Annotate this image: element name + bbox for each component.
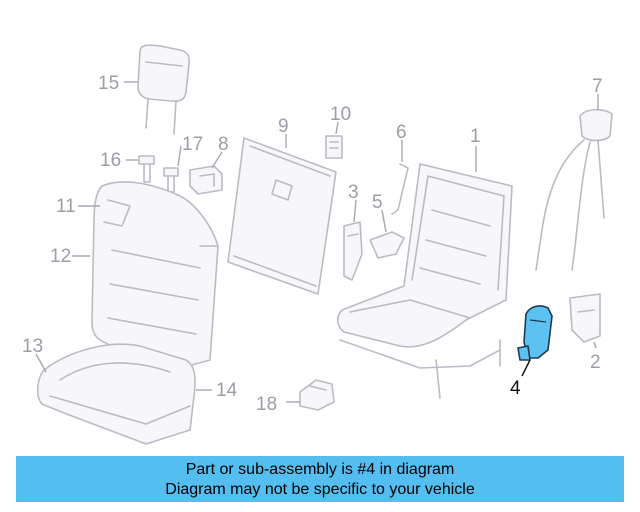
part-17-bolt — [163, 167, 179, 193]
callout-13: 13 — [22, 336, 43, 357]
part-10-clip — [325, 135, 343, 159]
callout-11: 11 — [56, 196, 76, 217]
part-18-bracket — [299, 379, 335, 411]
part-9-back-panel — [227, 137, 337, 295]
callout-17: 17 — [182, 134, 203, 155]
callout-18: 18 — [256, 394, 277, 415]
callout-15: 15 — [98, 73, 119, 94]
callout-5: 5 — [372, 192, 383, 213]
callout-8: 8 — [218, 134, 229, 155]
part-info-banner: Part or sub-assembly is #4 in diagram Di… — [16, 456, 624, 502]
callout-9: 9 — [278, 116, 289, 137]
banner-line-2: Diagram may not be specific to your vehi… — [165, 481, 475, 498]
callout-10: 10 — [330, 104, 351, 125]
callout-7: 7 — [592, 76, 603, 97]
part-15-headrest — [137, 44, 191, 135]
callout-4: 4 — [510, 378, 521, 399]
callout-16: 16 — [100, 150, 121, 171]
part-14-seat-cushion — [36, 343, 196, 445]
part-12-seatback-cushion — [91, 181, 219, 367]
part-3-latch — [343, 221, 363, 281]
part-8-clip — [189, 165, 223, 195]
callout-3: 3 — [348, 182, 359, 203]
parts-diagram: 15 16 17 8 9 10 11 12 — [22, 44, 613, 445]
callout-6: 6 — [396, 122, 407, 143]
part-16-bolt — [138, 155, 155, 183]
callout-12: 12 — [50, 246, 71, 267]
part-6-rail — [391, 163, 409, 215]
part-4-cover-highlighted[interactable] — [517, 305, 553, 361]
part-1-seat-frame — [336, 163, 513, 399]
callout-14: 14 — [216, 380, 238, 401]
part-7-seat-belt — [535, 108, 613, 271]
banner-line-1: Part or sub-assembly is #4 in diagram — [185, 461, 455, 478]
part-5-bracket — [369, 231, 405, 259]
part-2-trim — [569, 293, 601, 343]
callout-1: 1 — [470, 126, 481, 147]
callout-2: 2 — [590, 352, 601, 373]
